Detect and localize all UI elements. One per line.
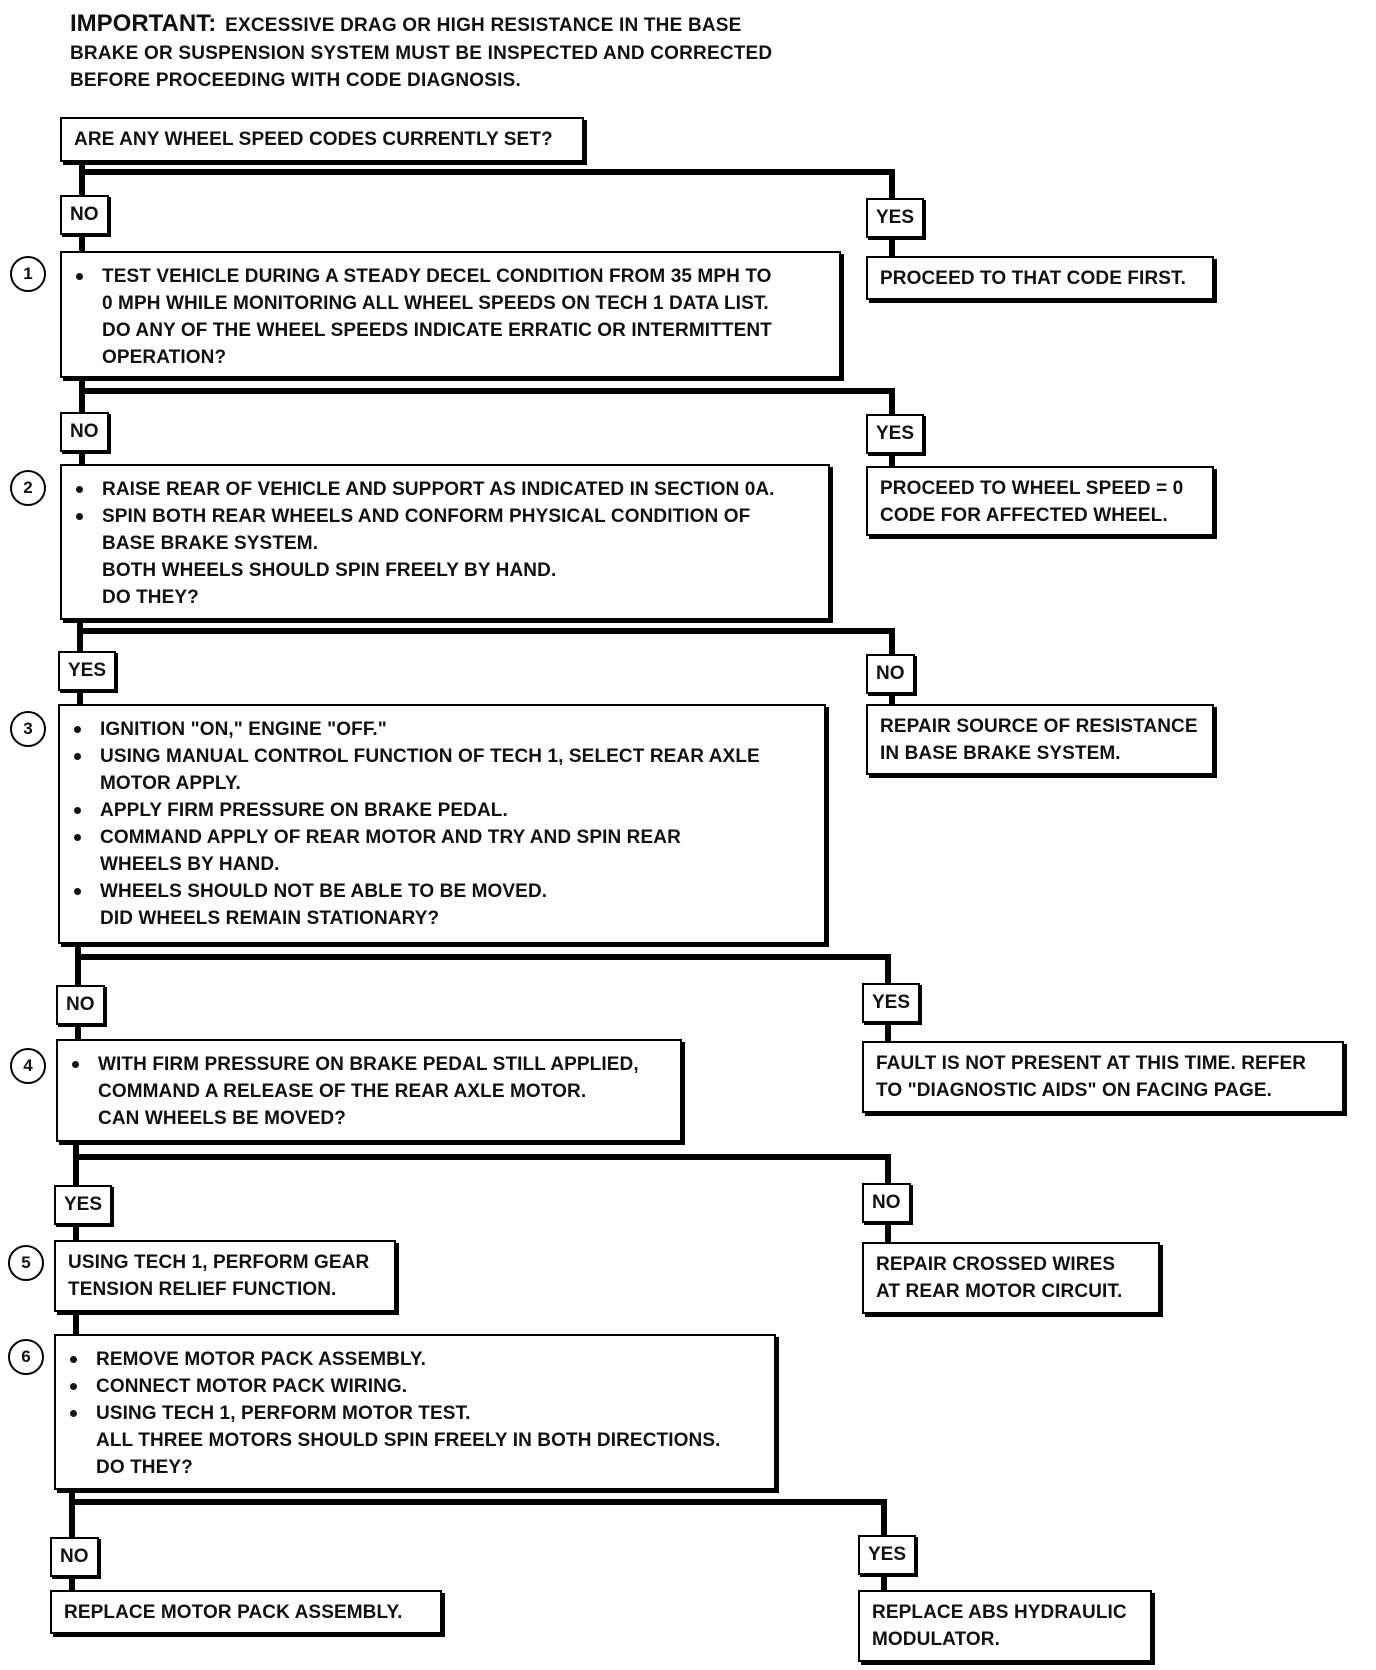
step-3-line-5: COMMAND APPLY OF REAR MOTOR AND TRY AND … <box>74 824 812 851</box>
step-6-line-5: DO THEY? <box>96 1457 193 1478</box>
outcome-4-line-1: REPAIR CROSSED WIRES <box>876 1254 1116 1275</box>
step-1-box: TEST VEHICLE DURING A STEADY DECEL CONDI… <box>60 251 841 378</box>
step-1-line-4: OPERATION? <box>102 347 227 368</box>
step-5-line-1: USING TECH 1, PERFORM GEAR <box>68 1252 370 1273</box>
step-2-line-1: RAISE REAR OF VEHICLE AND SUPPORT AS IND… <box>76 476 816 503</box>
step-3-line-4: APPLY FIRM PRESSURE ON BRAKE PEDAL. <box>74 797 812 824</box>
step-2-line-2: SPIN BOTH REAR WHEELS AND CONFORM PHYSIC… <box>76 503 816 530</box>
outcome-2-line-1: REPAIR SOURCE OF RESISTANCE <box>880 716 1198 737</box>
step-number-1: 1 <box>10 256 46 292</box>
step-3-line-2: USING MANUAL CONTROL FUNCTION OF TECH 1,… <box>74 743 812 770</box>
label-yes-4: YES <box>54 1185 113 1225</box>
step-6-box: REMOVE MOTOR PACK ASSEMBLY. CONNECT MOTO… <box>54 1334 776 1490</box>
label-no-2: NO <box>866 654 915 694</box>
step-3-line-3: MOTOR APPLY. <box>100 773 241 794</box>
outcome-replace-motor-pack: REPLACE MOTOR PACK ASSEMBLY. <box>50 1590 442 1634</box>
label-no-1: NO <box>60 412 109 452</box>
step-3-line-6: WHEELS BY HAND. <box>100 854 280 875</box>
step-number-3: 3 <box>10 711 46 747</box>
step-6-line-1: REMOVE MOTOR PACK ASSEMBLY. <box>70 1346 762 1373</box>
outcome-wheel-speed-zero: PROCEED TO WHEEL SPEED = 0 CODE FOR AFFE… <box>866 466 1214 536</box>
label-yes-2: YES <box>58 651 117 691</box>
important-line-2: BRAKE OR SUSPENSION SYSTEM MUST BE INSPE… <box>70 43 773 64</box>
outcome-0-line-1: PROCEED TO THAT CODE FIRST. <box>880 268 1187 289</box>
start-question-text: ARE ANY WHEEL SPEED CODES CURRENTLY SET? <box>74 129 553 150</box>
step-1-line-2: 0 MPH WHILE MONITORING ALL WHEEL SPEEDS … <box>102 293 769 314</box>
label-yes-6: YES <box>858 1535 917 1575</box>
label-yes-1: YES <box>866 414 925 454</box>
important-note: IMPORTANT: EXCESSIVE DRAG OR HIGH RESIST… <box>70 10 772 94</box>
step-4-line-3: CAN WHEELS BE MOVED? <box>98 1108 346 1129</box>
step-3-line-8: DID WHEELS REMAIN STATIONARY? <box>100 908 440 929</box>
label-yes-0: YES <box>866 198 925 238</box>
outcome-4-line-2: AT REAR MOTOR CIRCUIT. <box>876 1281 1123 1302</box>
label-yes-3: YES <box>862 983 921 1023</box>
outcome-repair-crossed-wires: REPAIR CROSSED WIRES AT REAR MOTOR CIRCU… <box>862 1242 1160 1314</box>
label-no-6: NO <box>50 1537 99 1577</box>
step-number-2: 2 <box>10 470 46 506</box>
step-2-line-3: BASE BRAKE SYSTEM. <box>102 533 319 554</box>
start-question-box: ARE ANY WHEEL SPEED CODES CURRENTLY SET? <box>60 117 584 162</box>
step-4-box: WITH FIRM PRESSURE ON BRAKE PEDAL STILL … <box>56 1039 682 1142</box>
step-3-box: IGNITION "ON," ENGINE "OFF." USING MANUA… <box>58 704 826 944</box>
outcome-3-line-1: FAULT IS NOT PRESENT AT THIS TIME. REFER <box>876 1053 1307 1074</box>
step-6-line-4: ALL THREE MOTORS SHOULD SPIN FREELY IN B… <box>96 1430 721 1451</box>
step-1-line-1: TEST VEHICLE DURING A STEADY DECEL CONDI… <box>76 263 827 290</box>
step-4-line-1: WITH FIRM PRESSURE ON BRAKE PEDAL STILL … <box>72 1051 668 1078</box>
step-5-line-2: TENSION RELIEF FUNCTION. <box>68 1279 337 1300</box>
step-number-4: 4 <box>10 1048 46 1084</box>
outcome-1-line-1: PROCEED TO WHEEL SPEED = 0 <box>880 478 1184 499</box>
step-3-line-7: WHEELS SHOULD NOT BE ABLE TO BE MOVED. <box>74 878 812 905</box>
important-line-3: BEFORE PROCEEDING WITH CODE DIAGNOSIS. <box>70 70 521 91</box>
step-2-line-5: DO THEY? <box>102 587 199 608</box>
label-no-3: NO <box>56 985 105 1025</box>
outcome-6r-line-1: REPLACE ABS HYDRAULIC <box>872 1602 1127 1623</box>
outcome-6r-line-2: MODULATOR. <box>872 1629 1001 1650</box>
step-6-line-3: USING TECH 1, PERFORM MOTOR TEST. <box>70 1400 762 1427</box>
outcome-replace-abs-modulator: REPLACE ABS HYDRAULIC MODULATOR. <box>858 1590 1152 1662</box>
outcome-1-line-2: CODE FOR AFFECTED WHEEL. <box>880 505 1168 526</box>
step-number-5: 5 <box>8 1245 44 1281</box>
outcome-proceed-code-first: PROCEED TO THAT CODE FIRST. <box>866 256 1214 300</box>
step-4-line-2: COMMAND A RELEASE OF THE REAR AXLE MOTOR… <box>98 1081 587 1102</box>
label-no-0: NO <box>60 195 109 235</box>
outcome-6l-line-1: REPLACE MOTOR PACK ASSEMBLY. <box>64 1602 403 1623</box>
step-3-line-1: IGNITION "ON," ENGINE "OFF." <box>74 716 812 743</box>
step-number-6: 6 <box>8 1339 44 1375</box>
outcome-3-line-2: TO "DIAGNOSTIC AIDS" ON FACING PAGE. <box>876 1080 1273 1101</box>
outcome-fault-not-present: FAULT IS NOT PRESENT AT THIS TIME. REFER… <box>862 1041 1344 1113</box>
important-line-1: EXCESSIVE DRAG OR HIGH RESISTANCE IN THE… <box>225 15 742 36</box>
label-no-4: NO <box>862 1183 911 1223</box>
step-6-line-2: CONNECT MOTOR PACK WIRING. <box>70 1373 762 1400</box>
outcome-repair-resistance: REPAIR SOURCE OF RESISTANCE IN BASE BRAK… <box>866 704 1214 775</box>
outcome-2-line-2: IN BASE BRAKE SYSTEM. <box>880 743 1121 764</box>
step-5-box: USING TECH 1, PERFORM GEAR TENSION RELIE… <box>54 1240 396 1312</box>
step-1-line-3: DO ANY OF THE WHEEL SPEEDS INDICATE ERRA… <box>102 320 772 341</box>
step-2-line-4: BOTH WHEELS SHOULD SPIN FREELY BY HAND. <box>102 560 557 581</box>
step-2-box: RAISE REAR OF VEHICLE AND SUPPORT AS IND… <box>60 464 830 620</box>
important-heading: IMPORTANT: <box>70 10 217 37</box>
